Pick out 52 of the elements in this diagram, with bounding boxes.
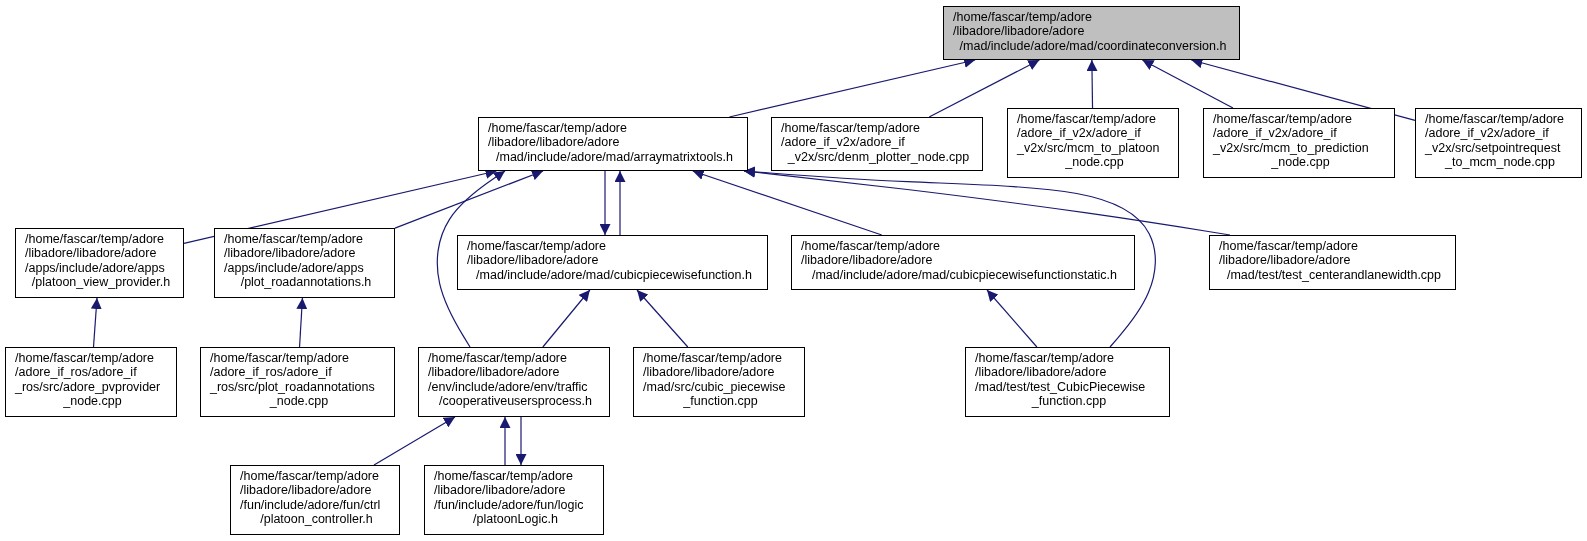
file-path: /home/fascar/temp/adore /adore_if_ros/adore_if _ros/src/plot_roadannotations _node.cpp [210,351,376,409]
file-path: /home/fascar/temp/adore /libadore/libadore/adore /fun/include/adore/fun/ctrl /platoon_controller.h [240,469,382,527]
dependency-arrow [1141,59,1234,109]
dependency-arrow [986,289,1038,348]
file-box [457,235,768,290]
dependency-arrow [296,297,308,348]
file-path: /home/fascar/temp/adore /adore_if_v2x/adore_if _v2x/src/mcm_to_platoon _node.cpp [1017,112,1161,170]
dependency-arrow [928,59,1040,118]
dependency-arrow [692,169,883,236]
dependency-arrow [599,170,611,236]
file-path: /home/fascar/temp/adore /libadore/libadore/adore /apps/include/adore/apps /plot_roadannotations.h [224,232,373,290]
file-path: /home/fascar/temp/adore /adore_if_v2x/adore_if _v2x/src/setpointrequest _to_mcm_node.cpp [1425,112,1565,170]
file-box [791,235,1135,290]
dependency-arrow [436,170,506,348]
file-path: /home/fascar/temp/adore /libadore/libadore/adore /mad/test/test_centerandlanewidth.cpp [1219,239,1442,282]
file-path: /home/fascar/temp/adore /libadore/libadore/adore /mad/include/adore/mad/cubicpiecewisefunctionstatic.h [801,239,1118,282]
file-path: /home/fascar/temp/adore /libadore/libadore/adore /apps/include/adore/apps /platoon_view_provider.h [25,232,172,290]
file-path: /home/fascar/temp/adore /adore_if_v2x/adore_if _v2x/src/mcm_to_prediction _node.cpp [1213,112,1370,170]
file-box [418,347,610,417]
file-box [200,347,395,417]
file-path: /home/fascar/temp/adore /adore_if_ros/adore_if _ros/src/adore_pvprovider _node.cpp [15,351,162,409]
file-path: /home/fascar/temp/adore /libadore/libadore/adore /env/include/adore/env/traffic /cooperativeusersprocess.h [428,351,593,409]
dependency-arrow [636,289,689,348]
file-box [1415,108,1582,178]
file-path: /home/fascar/temp/adore /libadore/libadore/adore /mad/include/adore/mad/arraymatrixtools.h [488,121,734,164]
file-box [230,465,400,535]
file-box [214,228,395,298]
file-path: /home/fascar/temp/adore /adore_if_v2x/adore_if _v2x/src/denm_plotter_node.cpp [781,121,971,164]
dependency-arrow [542,289,591,348]
file-box [943,6,1240,60]
dependency-arrow [1086,59,1098,109]
file-box [5,347,177,417]
file-box [478,117,748,171]
file-box [771,117,983,171]
dependency-arrow [90,297,102,348]
file-path: /home/fascar/temp/adore /libadore/libadore/adore /mad/src/cubic_piecewise _function.cpp [643,351,787,409]
file-path: /home/fascar/temp/adore /libadore/libadore/adore /fun/include/adore/fun/logic /platoonLogic.h [434,469,585,527]
dependency-arrow [614,170,626,236]
file-path: /home/fascar/temp/adore /libadore/libadore/adore /mad/include/adore/mad/cubicpiecewisefunction.h [467,239,753,282]
file-box [633,347,805,417]
file-box [15,228,184,298]
dependency-arrow [499,416,511,466]
file-box [1007,108,1179,178]
dependency-arrow [515,416,527,466]
file-box [424,465,604,535]
file-box [1203,108,1395,178]
dependency-arrow [394,169,544,229]
file-path: /home/fascar/temp/adore /libadore/libadore/adore /mad/include/adore/mad/coordinateconversion.h [953,10,1228,53]
dependency-arrow [373,416,456,466]
file-box [1209,235,1456,290]
file-path: /home/fascar/temp/adore /libadore/libadore/adore /mad/test/test_CubicPiecewise _function.cpp [975,351,1147,409]
file-box [965,347,1170,417]
